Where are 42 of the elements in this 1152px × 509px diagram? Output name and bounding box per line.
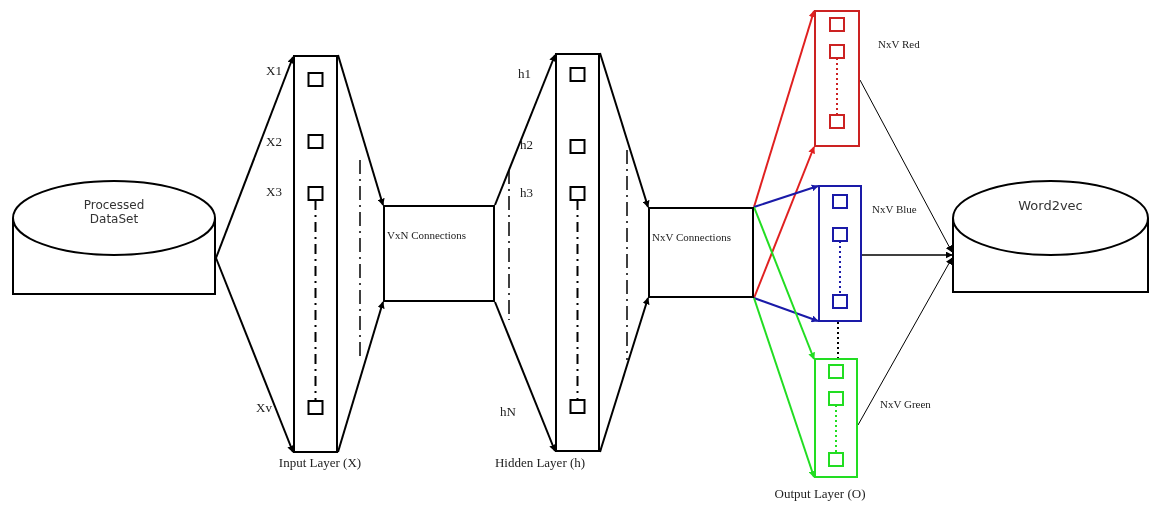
layer-column (555, 53, 600, 452)
matrix-label: NxV Red (878, 38, 921, 52)
arrow (753, 10, 816, 208)
arrow (599, 52, 650, 208)
arrow (337, 54, 385, 206)
arrow (753, 146, 815, 299)
neuron-label: X1 (266, 63, 283, 79)
database-cylinder (12, 180, 216, 295)
arrow (753, 184, 819, 208)
arrow (215, 56, 294, 259)
dotted-line (837, 321, 839, 359)
arrow (215, 257, 294, 453)
node-label: Word2vec (1017, 198, 1084, 214)
neuron-label: h2 (520, 137, 534, 153)
output-vector-box (818, 185, 862, 322)
neuron-label: Xv (256, 400, 273, 416)
arrow (753, 297, 819, 323)
node-label: Processed DataSet (82, 198, 146, 227)
node-label: VxN Connections (387, 229, 468, 243)
matrix-label: NxV Green (880, 398, 932, 412)
connection-box (383, 205, 495, 302)
output-vector-box (814, 358, 858, 478)
arrow (753, 206, 815, 360)
arrow (494, 301, 556, 452)
neuron-label: h1 (518, 66, 532, 82)
neuron-label: hN (500, 404, 517, 420)
output-vector-box (814, 10, 860, 147)
database-cylinder (952, 180, 1149, 293)
matrix-label: NxV Blue (872, 203, 918, 217)
layer-label: Output Layer (O) (773, 486, 867, 502)
arrow (599, 297, 650, 453)
arrow (753, 297, 816, 478)
layer-label: Input Layer (X) (277, 455, 363, 471)
neuron-label: X2 (266, 134, 283, 150)
neuron-label: X3 (266, 184, 283, 200)
connection-box (648, 207, 754, 298)
layer-label: Hidden Layer (h) (493, 455, 587, 471)
arrow (494, 54, 556, 206)
arrow (861, 251, 953, 259)
neuron-label: h3 (520, 185, 534, 201)
layer-column (293, 55, 338, 453)
node-label: NxV Connections (652, 231, 732, 245)
